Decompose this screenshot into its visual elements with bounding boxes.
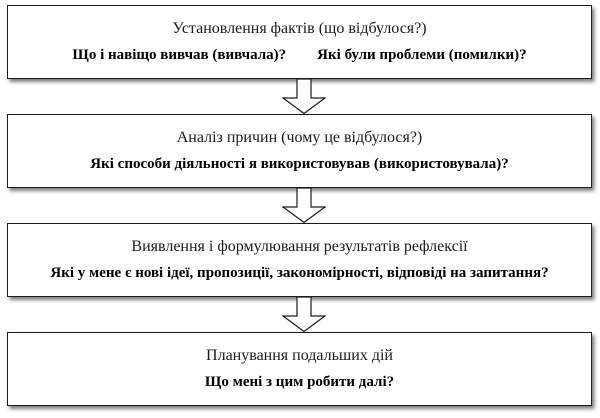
down-arrow-icon	[7, 188, 600, 223]
down-arrow-icon	[282, 188, 326, 223]
stage-questions: Які способи діяльності я використовував …	[90, 156, 508, 173]
stage-questions: Що мені з цим робити далі?	[205, 374, 394, 391]
stage-question: Які були проблеми (помилки)?	[317, 47, 527, 64]
stage-questions: Що і навіщо вивчав (вивчала)? Які були п…	[72, 47, 526, 64]
stage-title: Виявлення і формулювання результатів реф…	[131, 237, 468, 255]
stage-title: Планування подальших дій	[206, 346, 393, 364]
stage-box-results: Виявлення і формулювання результатів реф…	[7, 223, 592, 297]
stage-question: Що і навіщо вивчав (вивчала)?	[72, 47, 287, 64]
stage-question: Які способи діяльності я використовував …	[90, 156, 509, 173]
stage-question: Що мені з цим робити далі?	[204, 374, 395, 391]
stage-question: Які у мене є нові ідеї, пропозиції, зако…	[50, 265, 549, 282]
stage-box-causes: Аналіз причин (чому це відбулося?) Які с…	[7, 114, 592, 188]
stage-box-facts: Установлення фактів (що відбулося?) Що і…	[7, 5, 592, 79]
reflection-flow-diagram: Установлення фактів (що відбулося?) Що і…	[7, 5, 600, 406]
down-arrow-icon	[282, 79, 326, 114]
down-arrow-icon	[282, 297, 326, 332]
down-arrow-icon	[7, 79, 600, 114]
down-arrow-icon	[7, 297, 600, 332]
stage-title: Установлення фактів (що відбулося?)	[172, 19, 427, 37]
stage-questions: Які у мене є нові ідеї, пропозиції, зако…	[50, 265, 548, 282]
stage-title: Аналіз причин (чому це відбулося?)	[176, 128, 423, 146]
stage-box-planning: Планування подальших дій Що мені з цим р…	[7, 332, 592, 406]
